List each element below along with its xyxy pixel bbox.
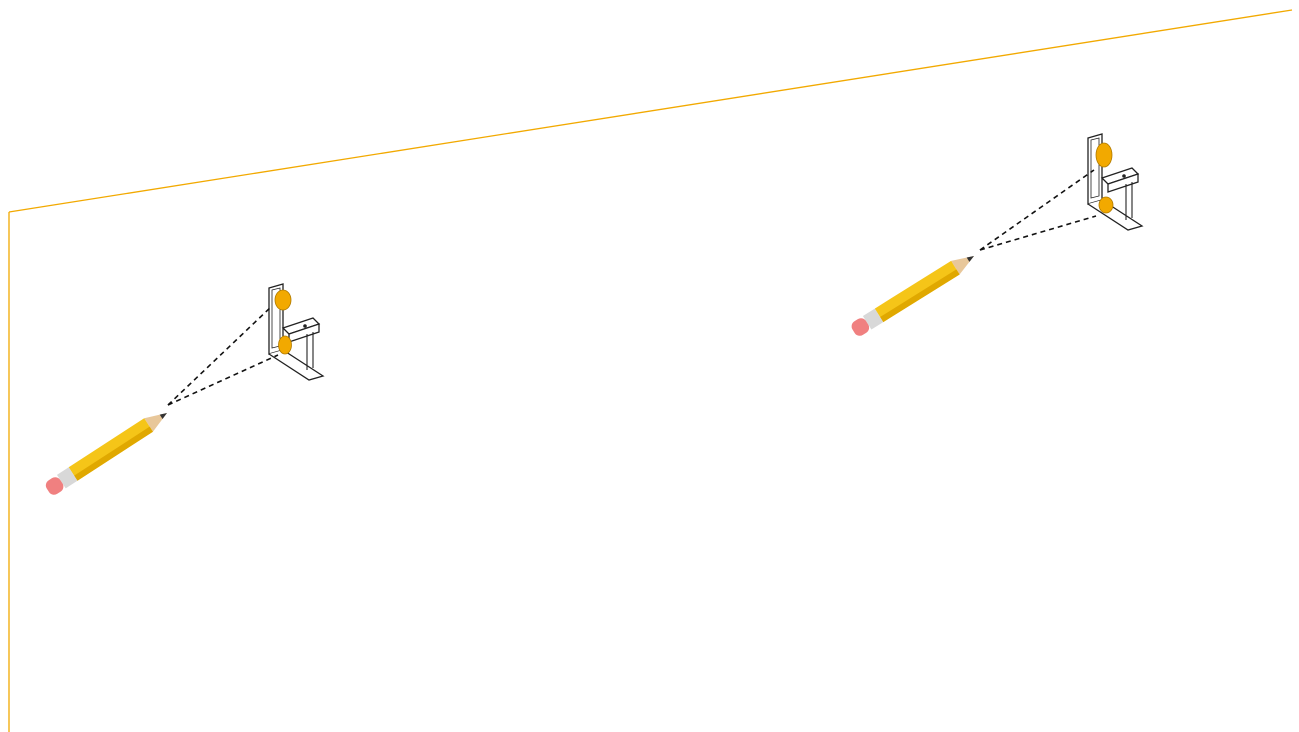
mounting-group-right xyxy=(849,133,1143,339)
sight-line-lower xyxy=(979,215,1097,251)
sight-line-upper xyxy=(979,169,1095,251)
hole-mark-lower xyxy=(1098,196,1114,214)
hole-mark-upper xyxy=(274,289,292,311)
mounting-group-left xyxy=(43,283,324,498)
pencil-icon xyxy=(849,249,979,339)
wall-top-edge xyxy=(8,9,1293,213)
sight-line-lower xyxy=(167,354,279,406)
pencil-icon xyxy=(43,406,172,498)
hole-mark-upper xyxy=(1095,142,1113,168)
sight-line-upper xyxy=(167,305,273,406)
hole-mark-lower xyxy=(278,335,292,355)
l-bracket-icon xyxy=(1087,133,1143,231)
